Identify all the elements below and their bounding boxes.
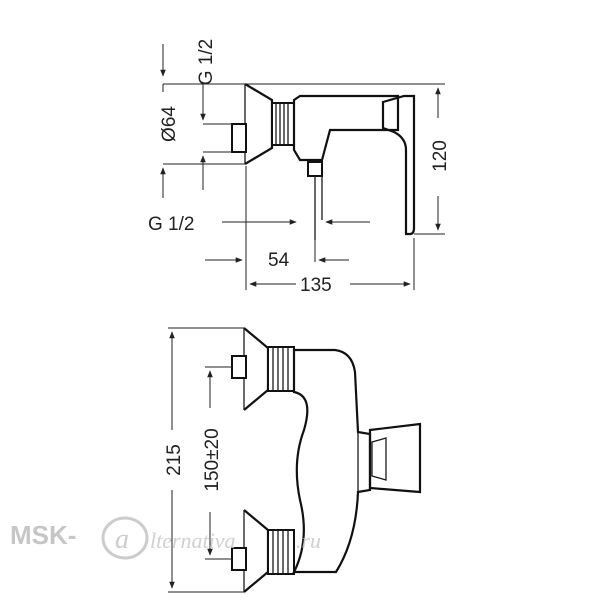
side-nut — [271, 102, 295, 146]
watermark-suffix: .ru — [296, 528, 321, 553]
side-rosette — [244, 83, 274, 165]
side-handle — [381, 94, 416, 236]
side-outlet — [307, 161, 323, 177]
watermark: MSK- a lternativa .ru — [10, 516, 321, 560]
label-height-215: 215 — [164, 444, 185, 476]
front-rosette-top — [243, 327, 270, 411]
label-height-120: 120 — [430, 140, 451, 172]
watermark-at-logo: a — [101, 516, 149, 560]
front-nut-top — [267, 346, 295, 392]
label-spacing: 150±20 — [202, 428, 223, 491]
front-rosette-bottom — [243, 509, 270, 593]
side-view: G 1/2 Ø64 G 1/2 54 135 120 — [148, 39, 451, 296]
side-inlet-stub — [231, 123, 247, 153]
label-diameter: Ø64 — [159, 106, 180, 142]
label-width-54: 54 — [268, 250, 290, 271]
label-thread-top: G 1/2 — [196, 39, 217, 85]
watermark-script: lternativa — [150, 528, 236, 553]
label-thread-bottom: G 1/2 — [148, 214, 194, 235]
label-width-135: 135 — [300, 275, 332, 296]
front-handle — [368, 422, 422, 494]
front-view: 215 150±20 — [164, 327, 422, 593]
svg-text:a: a — [115, 524, 129, 555]
front-inlet-top — [231, 355, 247, 379]
side-body — [292, 94, 400, 162]
watermark-text: MSK- — [10, 520, 76, 550]
front-body — [292, 348, 372, 574]
front-nut-bottom — [267, 529, 295, 575]
